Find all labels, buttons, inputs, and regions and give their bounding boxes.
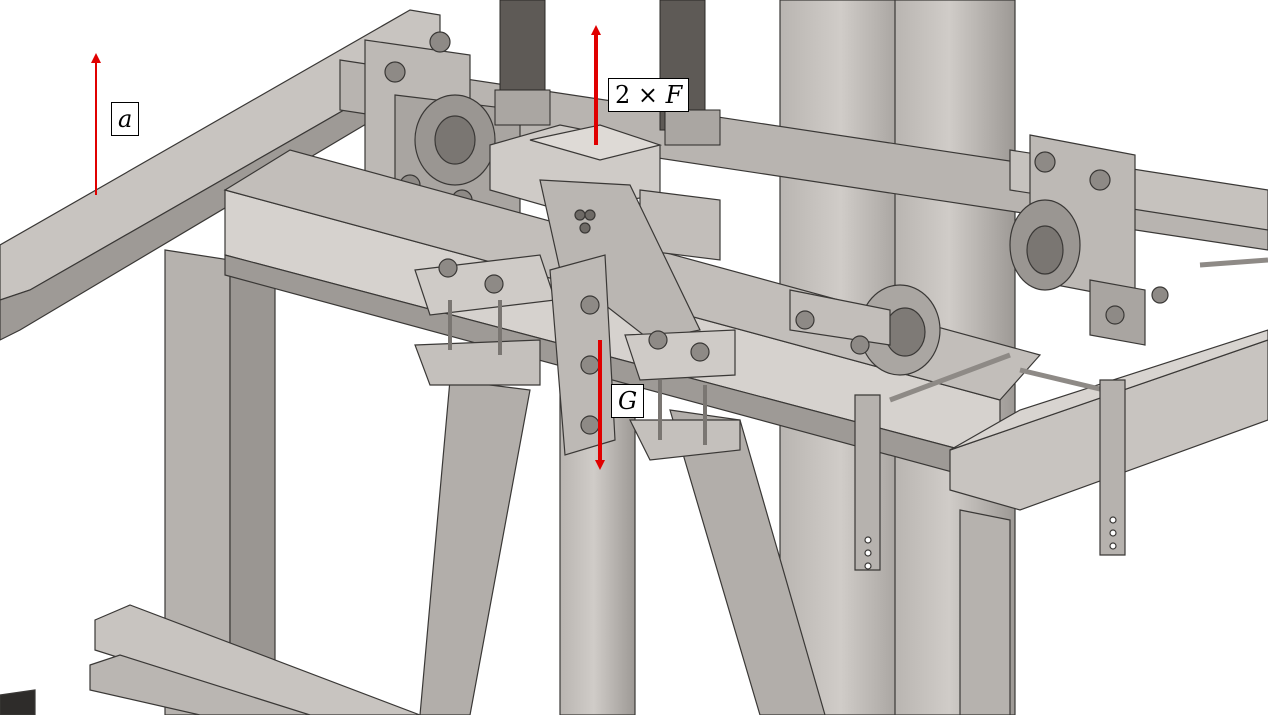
tension-rods — [854, 257, 1268, 571]
rollers — [789, 284, 941, 376]
right-bearing-plates — [1009, 134, 1169, 346]
lift-force-operator: × — [637, 81, 659, 109]
lift-force-symbol: F — [665, 81, 683, 109]
front-legs — [164, 249, 1011, 715]
gravity-label: G — [611, 384, 645, 418]
lift-force-label: 2 × F — [608, 78, 690, 112]
bottom-left-beams — [0, 604, 421, 715]
acceleration-symbol: a — [118, 105, 133, 133]
lower-bracket-plates — [414, 254, 741, 461]
chains — [494, 0, 721, 146]
lift-force-number: 2 — [615, 81, 631, 109]
upper-bracket — [489, 124, 721, 341]
force-arrows — [91, 25, 605, 470]
acceleration-label: a — [111, 102, 140, 136]
gravity-symbol: G — [618, 387, 638, 415]
